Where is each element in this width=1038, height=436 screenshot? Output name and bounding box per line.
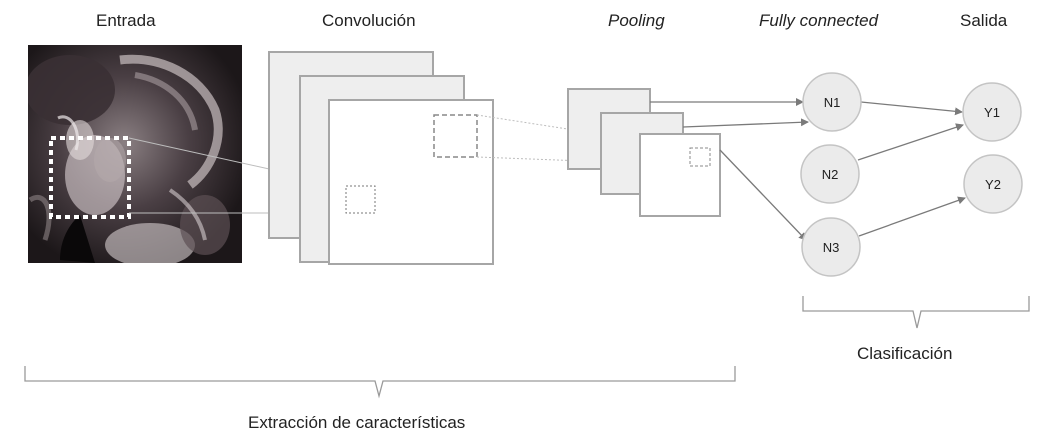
arrow-pool2-n1 [682, 118, 809, 128]
node-y1-label: Y1 [984, 105, 1000, 120]
classification-label: Clasificación [857, 344, 953, 363]
node-y2: Y2 [963, 154, 1023, 214]
arrow-pool3-n3 [719, 149, 807, 241]
node-n3-label: N3 [823, 240, 840, 255]
input-image [28, 45, 242, 263]
arrow-n3-y2 [858, 196, 966, 237]
header-pooling: Pooling [608, 11, 665, 30]
node-n3: N3 [801, 217, 861, 277]
node-n1: N1 [802, 72, 862, 132]
node-n2-label: N2 [822, 167, 839, 182]
pool-patch [689, 147, 711, 167]
conv-pool-window [433, 114, 478, 158]
pool-layer-3 [639, 133, 721, 217]
feature-extraction-label: Extracción de características [248, 413, 466, 432]
arrow-n2-y1 [857, 123, 964, 161]
classification-bracket [802, 296, 1030, 329]
node-n2: N2 [800, 144, 860, 204]
node-n1-label: N1 [824, 95, 841, 110]
header-output: Salida [960, 11, 1008, 30]
conv-layer-3 [328, 99, 494, 265]
arrow-n1-y1 [860, 101, 963, 116]
convolution-layers [268, 51, 494, 265]
node-y1: Y1 [962, 82, 1022, 142]
input-receptive-field [49, 136, 131, 219]
node-y2-label: Y2 [985, 177, 1001, 192]
feature-extraction-bracket [24, 366, 736, 399]
header-input: Entrada [96, 11, 156, 30]
pooling-layers [567, 88, 721, 217]
header-fully-connected: Fully connected [759, 11, 879, 30]
header-convolution: Convolución [322, 11, 416, 30]
